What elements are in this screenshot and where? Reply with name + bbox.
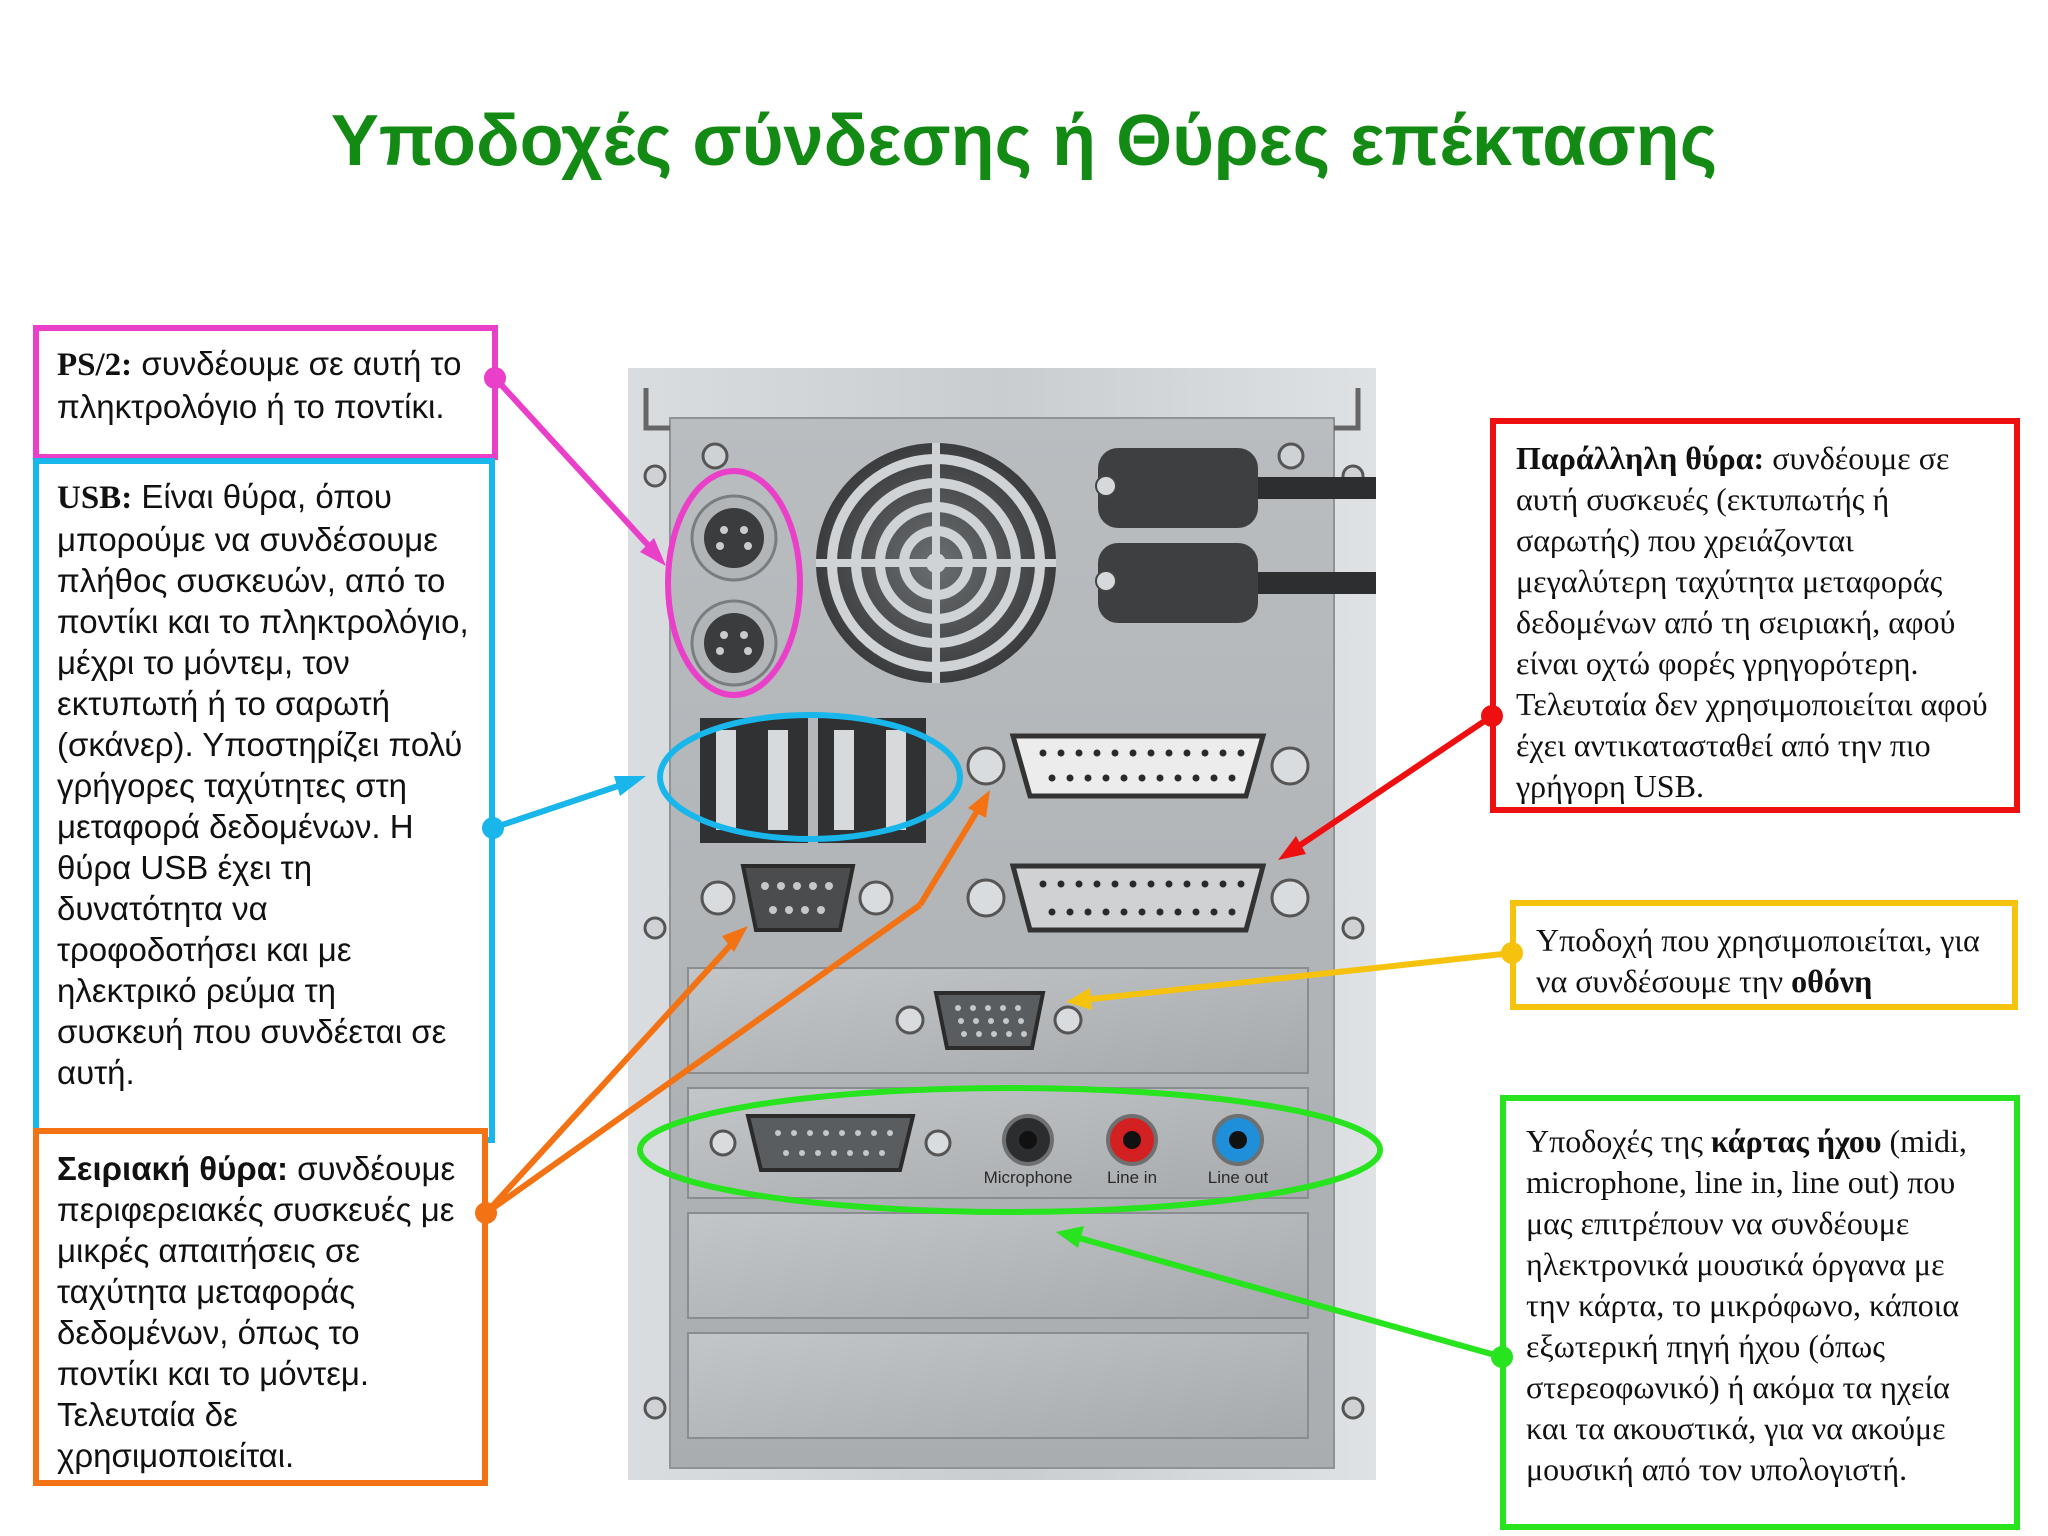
usb-connector-arrow bbox=[482, 776, 646, 839]
ps2-text: συνδέουμε σε αυτή το πληκτρολόγιο ή το π… bbox=[57, 345, 462, 425]
ps2-connector-arrow bbox=[484, 367, 666, 566]
page-title: Υποδοχές σύνδεσης ή Θύρες επέκτασης bbox=[330, 101, 1718, 181]
jack-label-microphone: Microphone bbox=[984, 1168, 1073, 1187]
sound-card-description-box: Υποδοχές της κάρτας ήχου (midi, micropho… bbox=[1500, 1095, 2020, 1530]
serial-connector-arrows bbox=[475, 790, 990, 1224]
ps2-lead: PS/2: bbox=[57, 347, 133, 383]
jack-label-line-out: Line out bbox=[1208, 1168, 1269, 1187]
parallel-lead: Παράλληλη θύρα: bbox=[1516, 440, 1765, 476]
vga-bold: οθόνη bbox=[1791, 963, 1873, 999]
ps2-highlight-ellipse bbox=[665, 468, 803, 698]
vga-text: Υποδοχή που χρησιμοποιείται, για να συνδ… bbox=[1536, 922, 1980, 999]
parallel-description-box: Παράλληλη θύρα: συνδέουμε σε αυτή συσκευ… bbox=[1490, 418, 2020, 813]
sound-bold: κάρτας ήχου bbox=[1710, 1123, 1882, 1159]
usb-lead: USB: bbox=[57, 480, 133, 516]
usb-highlight-ellipse bbox=[657, 712, 963, 842]
sound-connector-arrow bbox=[1056, 1226, 1513, 1368]
usb-text: Είναι θύρα, όπου μπορούμε να συνδέσουμε … bbox=[57, 478, 469, 1091]
sound-text-2: (midi, microphone, line in, line out) πο… bbox=[1526, 1123, 1967, 1487]
ps2-description-box: PS/2: συνδέουμε σε αυτή το πληκτρολόγιο … bbox=[33, 325, 498, 460]
jack-label-line-in: Line in bbox=[1107, 1168, 1157, 1187]
serial-lead: Σειριακή θύρα: bbox=[57, 1150, 288, 1187]
serial-text: συνδέουμε περιφερειακές συσκευές με μικρ… bbox=[57, 1150, 456, 1474]
parallel-connector-arrow bbox=[1278, 705, 1503, 860]
vga-description-box: Υποδοχή που χρησιμοποιείται, για να συνδ… bbox=[1510, 900, 2018, 1010]
serial-description-box: Σειριακή θύρα: συνδέουμε περιφερειακές σ… bbox=[33, 1128, 488, 1486]
sound-text-1: Υποδοχές της bbox=[1526, 1123, 1711, 1159]
parallel-text: συνδέουμε σε αυτή συσκευές (εκτυπωτής ή … bbox=[1516, 440, 1988, 804]
usb-description-box: USB: Είναι θύρα, όπου μπορούμε να συνδέσ… bbox=[33, 458, 495, 1143]
sound-highlight-ellipse bbox=[637, 1085, 1383, 1215]
vga-connector-arrow bbox=[1066, 942, 1523, 1010]
